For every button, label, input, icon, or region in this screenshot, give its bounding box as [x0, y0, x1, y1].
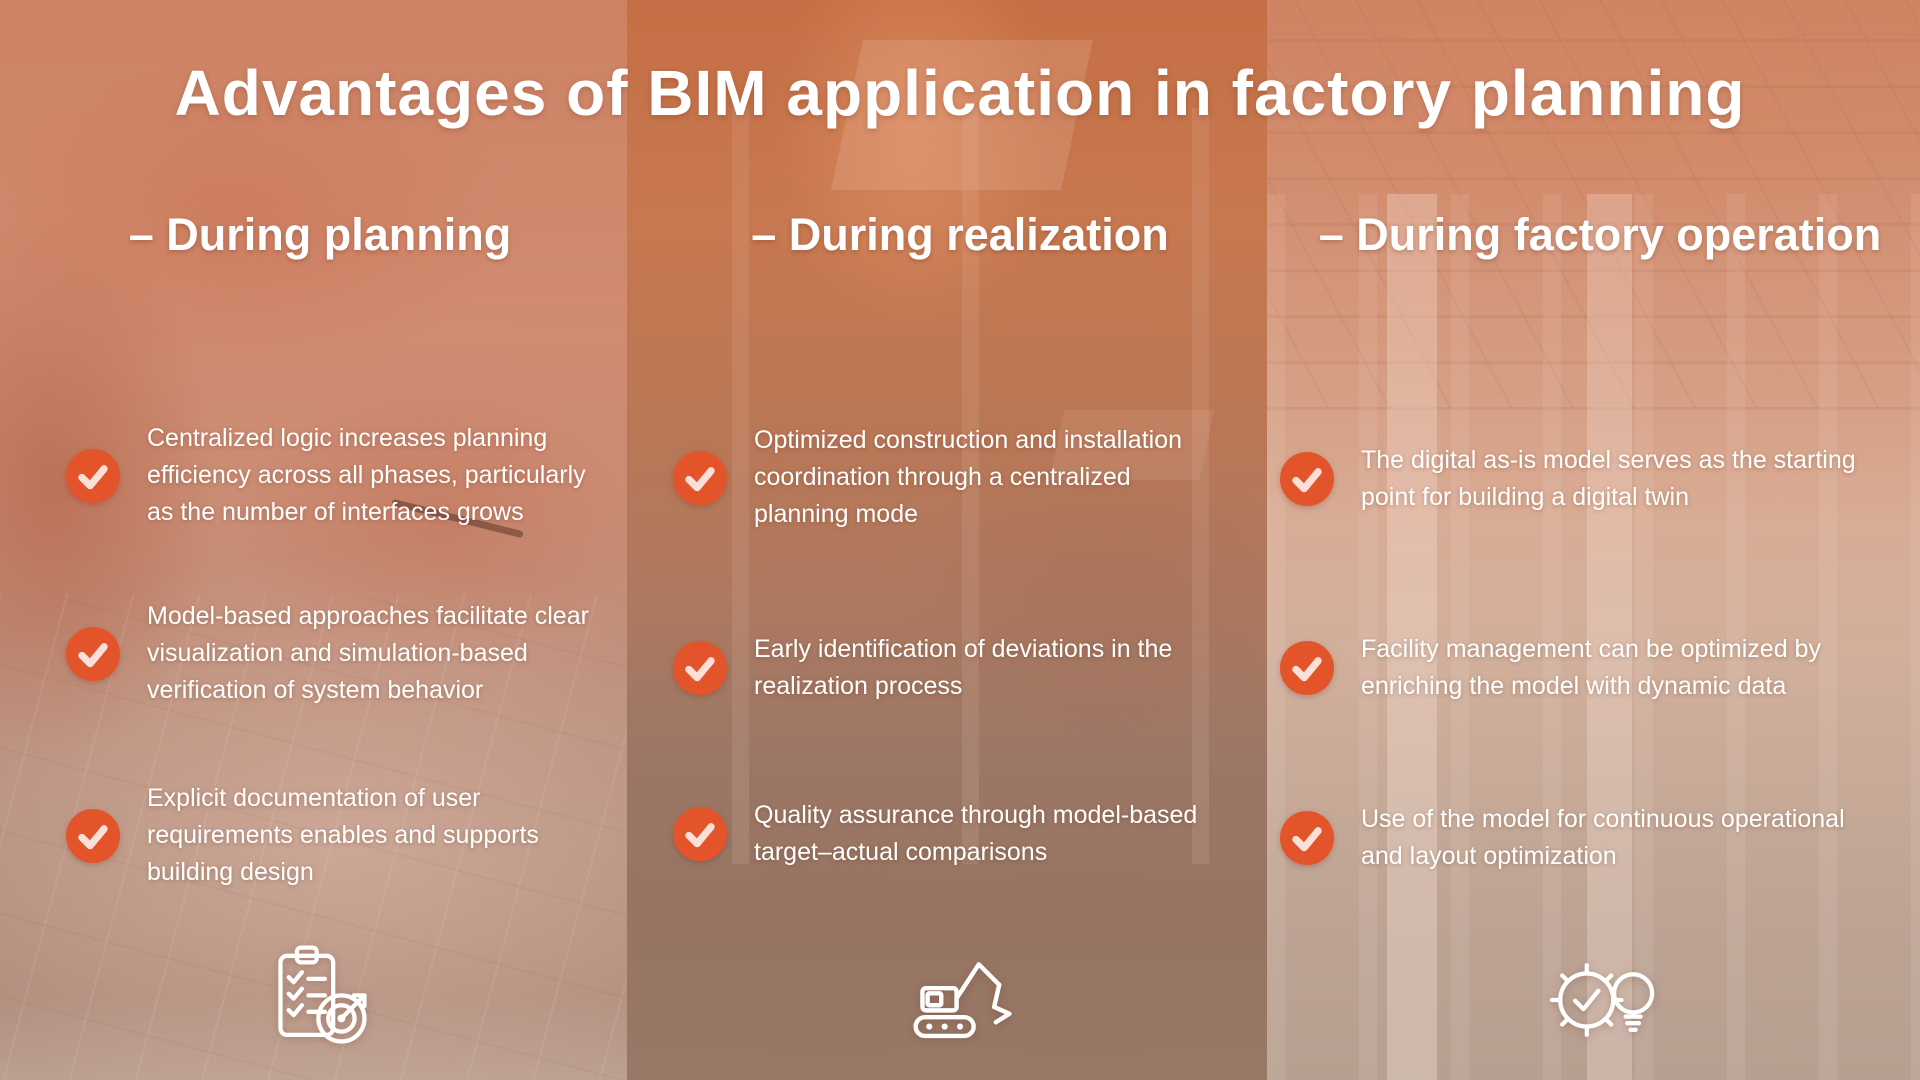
- list-item-text: Use of the model for continuous operatio…: [1361, 805, 1845, 870]
- list-item: The digital as-is model serves as the st…: [1280, 442, 1891, 516]
- check-icon: [673, 641, 727, 695]
- check-icon: [1280, 811, 1334, 865]
- list-item-text: Facility management can be optimized by …: [1361, 635, 1821, 700]
- check-icon: [673, 450, 727, 505]
- check-icon: [66, 808, 120, 863]
- checklist-target-icon: [264, 941, 376, 1058]
- list-item: Use of the model for continuous operatio…: [1280, 801, 1891, 875]
- list-item: Quality assurance through model-based ta…: [673, 797, 1214, 871]
- list-item: Model-based approaches facilitate clear …: [66, 598, 595, 709]
- background-photo-construction: [627, 0, 1270, 1080]
- check-icon: [66, 448, 120, 503]
- list-item-text: Model-based approaches facilitate clear …: [147, 602, 589, 704]
- list-item-text: Explicit documentation of user requireme…: [147, 784, 539, 886]
- check-icon: [673, 807, 727, 861]
- excavator-icon: [902, 937, 1018, 1058]
- check-icon: [1280, 641, 1334, 695]
- column-planning: – During planning Centralized logic incr…: [0, 0, 640, 1080]
- list-item-text: The digital as-is model serves as the st…: [1361, 446, 1856, 511]
- column-header-realization: – During realization: [751, 209, 1169, 260]
- list-item: Centralized logic increases planning eff…: [66, 420, 595, 531]
- column-factory-operation: – During factory operation The digital a…: [1280, 0, 1920, 1080]
- background-photo-planning: [0, 0, 630, 1080]
- check-icon: [1280, 452, 1334, 506]
- list-item: Explicit documentation of user requireme…: [66, 780, 595, 891]
- column-realization: – During realization Optimized construct…: [640, 0, 1280, 1080]
- check-icon: [66, 626, 120, 681]
- list-item-text: Optimized construction and installation …: [754, 426, 1183, 528]
- list-item: Early identification of deviations in th…: [673, 631, 1214, 705]
- list-item-text: Centralized logic increases planning eff…: [147, 424, 586, 526]
- list-item-text: Early identification of deviations in th…: [754, 635, 1173, 700]
- gear-lightbulb-icon: [1537, 947, 1663, 1058]
- background-photo-factory: [1267, 0, 1920, 1080]
- list-item-text: Quality assurance through model-based ta…: [754, 801, 1198, 866]
- column-header-factory-operation: – During factory operation: [1318, 209, 1882, 260]
- page-title: Advantages of BIM application in factory…: [174, 57, 1746, 129]
- list-item: Facility management can be optimized by …: [1280, 631, 1891, 705]
- column-header-planning: – During planning: [128, 209, 512, 260]
- list-item: Optimized construction and installation …: [673, 422, 1214, 533]
